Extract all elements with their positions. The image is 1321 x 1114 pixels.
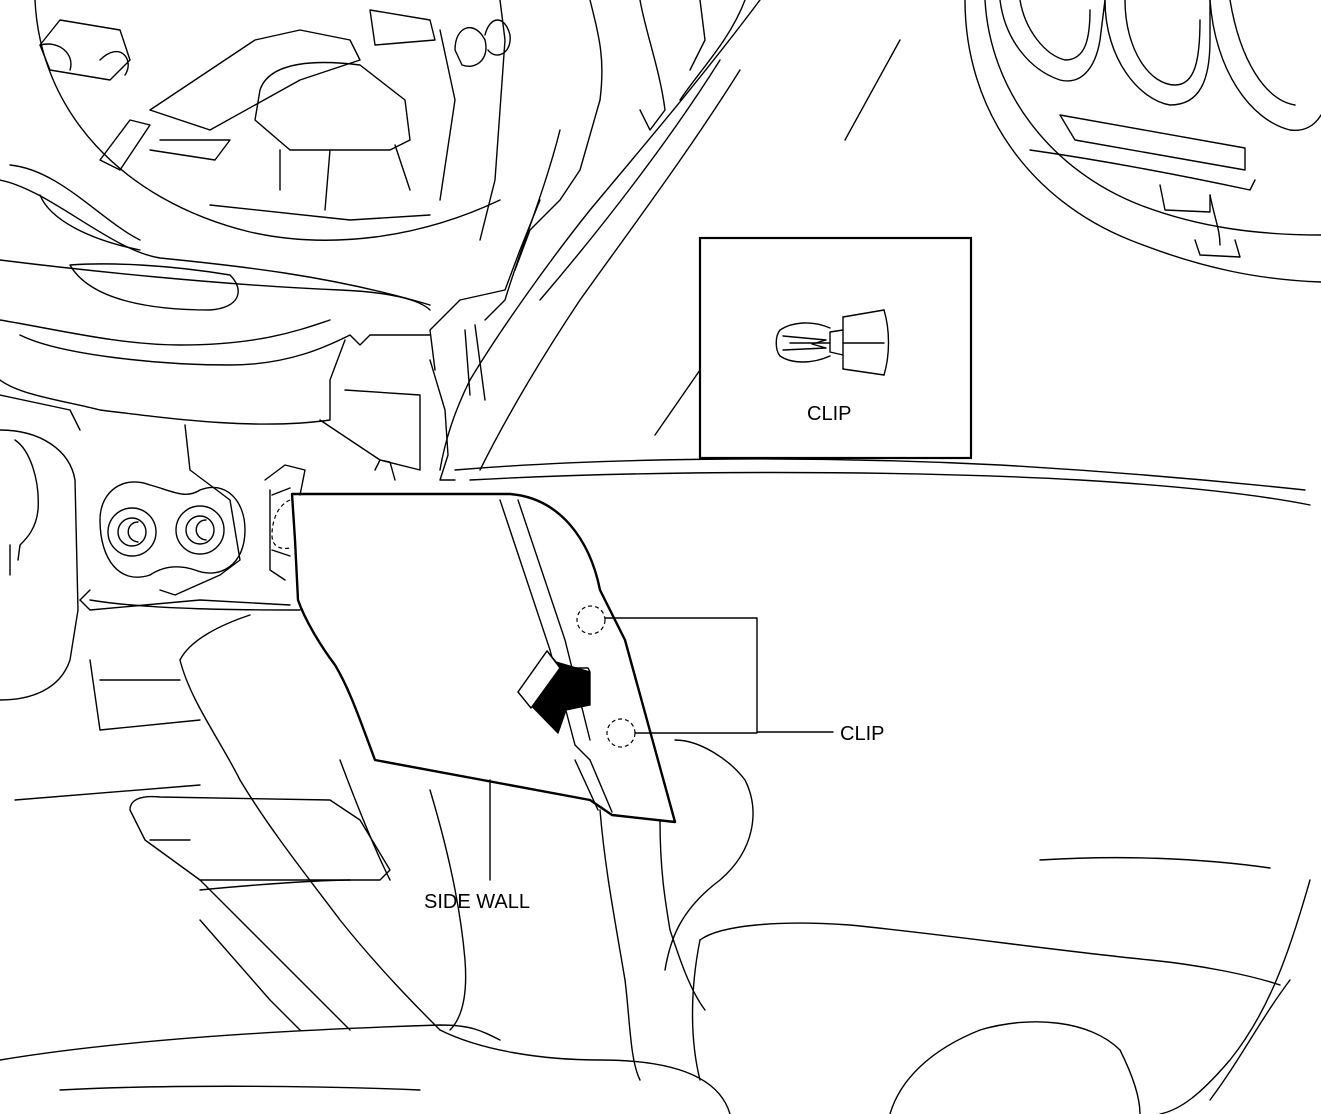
side-wall-label: SIDE WALL [424,891,530,913]
clip-location-lower [606,718,636,748]
push-clip-icon [775,309,890,376]
floor-and-pedal-area [0,599,731,1114]
clip-callout-label: CLIP [840,723,885,745]
left-mounting-bracket [0,424,396,701]
center-console-pillar [429,0,761,481]
instrument-cluster [654,0,1321,436]
upper-dashboard-structure [34,0,746,241]
clip-location-upper [576,605,606,635]
removal-direction-arrow-icon [517,650,591,734]
dash-top-edge [454,458,1311,506]
clip-detail-label: CLIP [807,403,852,425]
clip-leader-lines [604,617,834,734]
center-tunnel [599,739,1311,1114]
clip-detail-box [698,236,973,460]
lower-dashboard-bands [0,164,431,471]
side-wall-panel [271,487,677,824]
